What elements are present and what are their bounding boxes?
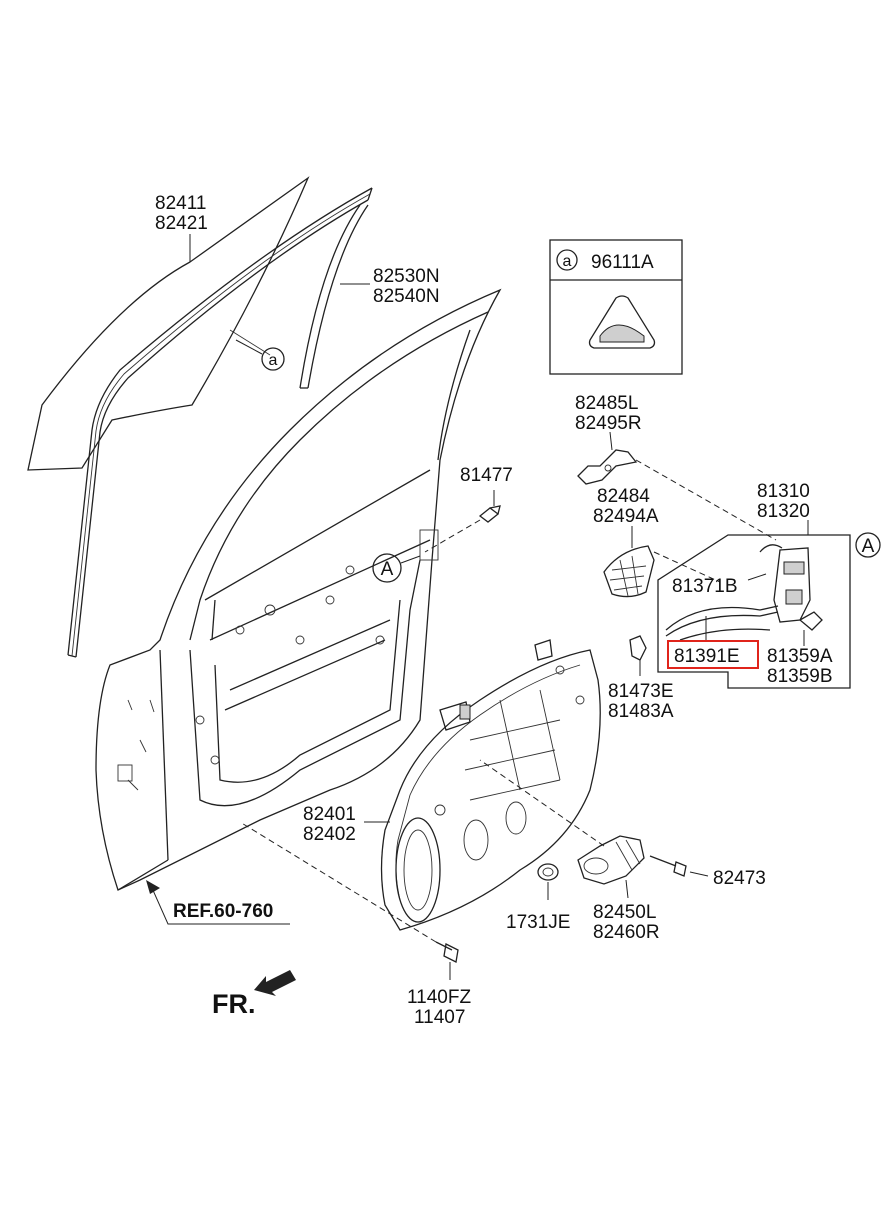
door-module-panel[interactable] xyxy=(380,639,601,931)
label-1140FZ: 1140FZ xyxy=(407,987,471,1008)
frame-callout-A: A xyxy=(372,553,421,583)
warning-sticker-icon xyxy=(588,295,656,349)
svg-text:a: a xyxy=(269,352,278,369)
label-82460R: 82460R xyxy=(593,922,660,943)
label-82421: 82421 xyxy=(155,213,208,234)
label-82495R: 82495R xyxy=(575,413,642,434)
label-82485L: 82485L xyxy=(575,393,638,414)
door-glass[interactable] xyxy=(27,176,310,471)
label-81473E: 81473E xyxy=(608,681,674,702)
front-arrow-icon xyxy=(254,970,296,996)
ref-label-group: REF.60-760 xyxy=(146,880,290,925)
cables[interactable] xyxy=(665,573,779,641)
callout-a-label: 96111A xyxy=(591,252,654,273)
label-82540N: 82540N xyxy=(373,286,440,307)
label-ref[interactable]: REF.60-760 xyxy=(173,901,273,922)
latch-body[interactable] xyxy=(759,544,823,631)
handle-bracket-82484[interactable] xyxy=(603,526,721,598)
label-81320: 81320 xyxy=(757,501,810,522)
label-82450L: 82450L xyxy=(593,902,656,923)
label-81483A: 81483A xyxy=(608,701,674,722)
grommet-1731JE[interactable] xyxy=(537,863,559,900)
glass-callout-a: a xyxy=(235,339,285,371)
svg-text:A: A xyxy=(862,536,875,557)
clip-81473E[interactable] xyxy=(629,635,647,676)
screw-82473[interactable] xyxy=(649,855,709,877)
label-11407: 11407 xyxy=(414,1007,465,1028)
label-81310: 81310 xyxy=(757,481,810,502)
label-82484: 82484 xyxy=(597,486,650,507)
label-81371B: 81371B xyxy=(672,576,738,597)
front-direction-indicator: FR. xyxy=(212,970,296,1019)
callout-a-icon xyxy=(556,249,578,271)
label-82411: 82411 xyxy=(155,193,206,214)
label-82402: 82402 xyxy=(303,824,356,845)
label-81359A: 81359A xyxy=(767,646,833,667)
label-1731JE: 1731JE xyxy=(506,912,570,933)
callout-box-96111A: a 96111A xyxy=(549,239,683,375)
label-81359B: 81359B xyxy=(767,666,833,687)
label-82494A: 82494A xyxy=(593,506,659,527)
callout-a-letter: a xyxy=(563,253,572,270)
latch-assembly-box: A xyxy=(657,520,881,689)
label-fr: FR. xyxy=(212,989,256,1019)
bolt-1140FZ[interactable] xyxy=(239,821,459,980)
window-motor[interactable] xyxy=(479,759,645,899)
run-channel[interactable] xyxy=(67,187,373,658)
label-82473: 82473 xyxy=(713,868,766,889)
label-81391E[interactable]: 81391E xyxy=(674,646,740,667)
svg-text:A: A xyxy=(381,559,394,580)
label-81477: 81477 xyxy=(460,465,513,486)
bolt-81477[interactable] xyxy=(424,490,501,553)
door-frame[interactable] xyxy=(95,288,502,891)
highlight-box-81391E xyxy=(667,640,759,669)
label-82401: 82401 xyxy=(303,804,356,825)
bracket-82485L[interactable] xyxy=(577,431,777,541)
rear-run-channel[interactable] xyxy=(299,204,369,389)
label-82530N: 82530N xyxy=(373,266,440,287)
